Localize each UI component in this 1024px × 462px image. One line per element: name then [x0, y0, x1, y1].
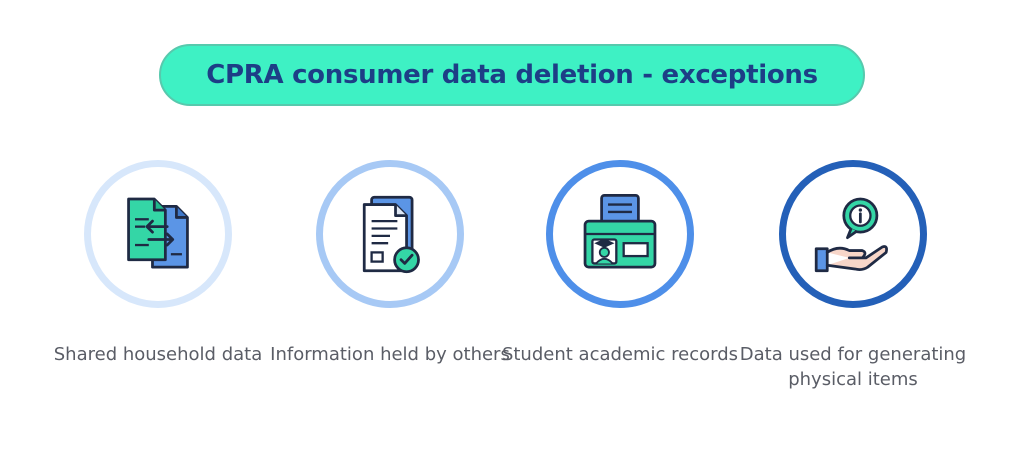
icon-circle: [316, 160, 464, 308]
exception-item-information-held-by-others: Information held by others: [270, 160, 510, 450]
item-label: Student academic records: [501, 344, 739, 365]
icon-circle: [546, 160, 694, 308]
exception-item-student-academic-records: Student academic records: [500, 160, 740, 450]
page-title: CPRA consumer data deletion - exceptions: [206, 60, 818, 90]
file-transfer-icon: [127, 197, 189, 269]
icon-circle: [84, 160, 232, 308]
verified-documents-icon: [362, 195, 420, 274]
item-label: Shared household data: [53, 344, 263, 365]
item-label: Data used for generating physical items: [739, 344, 967, 390]
icon-circle: [779, 160, 927, 308]
hand-info-icon: [814, 197, 888, 273]
title-banner: CPRA consumer data deletion - exceptions: [159, 44, 865, 106]
student-records-folder-icon: [583, 193, 657, 269]
exception-item-data-used-for-physical-items: Data used for generating physical items: [733, 160, 973, 450]
item-label: Information held by others: [270, 344, 510, 365]
exception-item-shared-household-data: Shared household data: [38, 160, 278, 450]
